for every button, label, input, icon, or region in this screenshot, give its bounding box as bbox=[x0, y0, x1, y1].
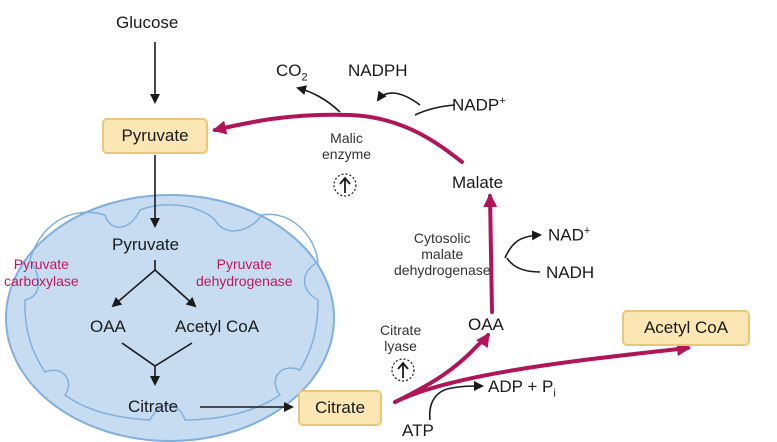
acetyl-coa-cytosol-label: Acetyl CoA bbox=[643, 318, 729, 337]
arrow-nadh-in bbox=[506, 257, 541, 273]
arrow-atp-in bbox=[428, 387, 453, 421]
pyruvate-dehydrogenase-label: Pyruvate dehydrogenase bbox=[196, 256, 293, 289]
arrow-nadph-release bbox=[376, 90, 421, 106]
cytosolic-mdh-label: Cytosolic malate dehydrogenase bbox=[394, 230, 491, 279]
arrow-malate-to-pyruvate bbox=[212, 112, 464, 164]
citrate-mito-label: Citrate bbox=[128, 397, 179, 416]
pyruvate-mito-label: Pyruvate bbox=[112, 235, 180, 254]
arrow-oaa-to-malate bbox=[483, 193, 498, 314]
nad-label: NAD+ bbox=[548, 225, 591, 245]
arrow-citrate-to-acetylcoa bbox=[393, 342, 691, 404]
oaa-mito-label: OAA bbox=[90, 317, 126, 336]
nadh-label: NADH bbox=[546, 263, 595, 282]
nadph-label: NADPH bbox=[348, 61, 408, 80]
citrate-cytosol-label: Citrate bbox=[314, 398, 366, 417]
dark-arrows bbox=[111, 42, 542, 421]
arrow-pyruvate-to-acetylcoa bbox=[154, 269, 197, 308]
arrow-citrate-to-oaa bbox=[393, 332, 490, 404]
pyruvate-cytosol-box: Pyruvate bbox=[102, 118, 208, 154]
co2-label: CO2 bbox=[276, 61, 308, 84]
oaa-cytosol-label: OAA bbox=[468, 315, 504, 334]
induction-up-arrow-icon bbox=[391, 358, 415, 382]
glucose-label: Glucose bbox=[116, 13, 179, 32]
induction-up-arrow-icon bbox=[333, 173, 357, 197]
arrow-nad-release bbox=[504, 230, 542, 259]
arrow-condensation bbox=[121, 342, 193, 384]
atp-label: ATP bbox=[402, 421, 434, 440]
malate-label: Malate bbox=[452, 173, 504, 192]
arrow-adp-release bbox=[451, 381, 484, 392]
pyruvate-cytosol-label: Pyruvate bbox=[121, 126, 189, 145]
citrate-cytosol-box: Citrate bbox=[298, 390, 382, 426]
acetyl-coa-mito-label: Acetyl CoA bbox=[175, 317, 260, 336]
arrow-nadp-in bbox=[414, 104, 456, 116]
pyruvate-carboxylase-label: Pyruvate carboxylase bbox=[4, 256, 79, 289]
acetyl-coa-cytosol-box: Acetyl CoA bbox=[622, 310, 750, 346]
citrate-lyase-label: Citrate lyase bbox=[380, 322, 422, 355]
magenta-arrows bbox=[212, 112, 691, 404]
nadp-label: NADP+ bbox=[452, 95, 506, 115]
adp-pi-label: ADP + Pi bbox=[488, 377, 556, 400]
arrow-co2-release bbox=[296, 85, 341, 113]
malic-enzyme-label: Malic enzyme bbox=[322, 130, 372, 163]
